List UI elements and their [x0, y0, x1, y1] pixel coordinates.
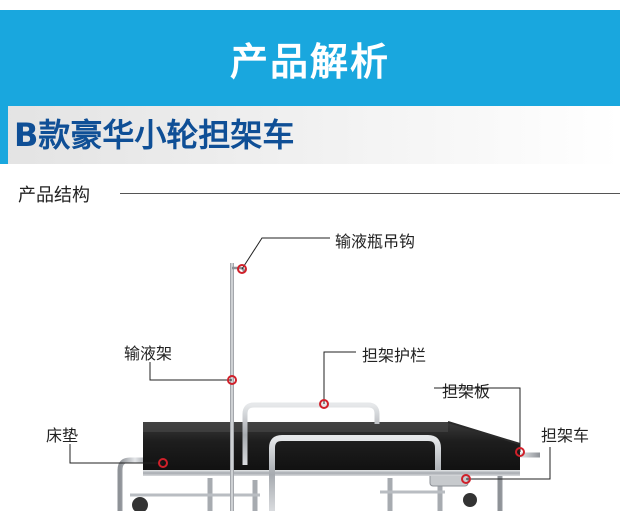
callout-iv-stand: 输液架 [124, 344, 173, 363]
model-title: B款豪华小轮担架车 [14, 116, 295, 154]
section-label: 产品结构 [18, 185, 90, 206]
marker-stretcher-cart [461, 474, 471, 484]
callout-stretcher-cart: 担架车 [541, 426, 590, 445]
mattress [143, 421, 521, 476]
top-strip [0, 0, 620, 10]
callout-iv-hook: 输液瓶吊钩 [335, 232, 416, 251]
marker-iv-hook [237, 264, 247, 274]
callout-guardrail: 担架护栏 [362, 346, 427, 365]
marker-guardrail [319, 399, 329, 409]
leader-lines [69, 237, 551, 480]
section-divider [120, 193, 620, 194]
header-banner: 产品解析 [0, 10, 620, 106]
callout-stretcher-board: 担架板 [442, 382, 491, 401]
model-title-band [0, 106, 620, 164]
banner-title: 产品解析 [229, 39, 390, 84]
callout-markers [158, 264, 525, 484]
marker-stretcher-board [515, 447, 525, 457]
guardrail [242, 402, 441, 511]
marker-mattress [158, 458, 168, 468]
model-title-accent [0, 106, 8, 164]
marker-iv-stand [227, 375, 237, 385]
callout-mattress: 床垫 [46, 426, 79, 445]
wheel [132, 493, 477, 511]
